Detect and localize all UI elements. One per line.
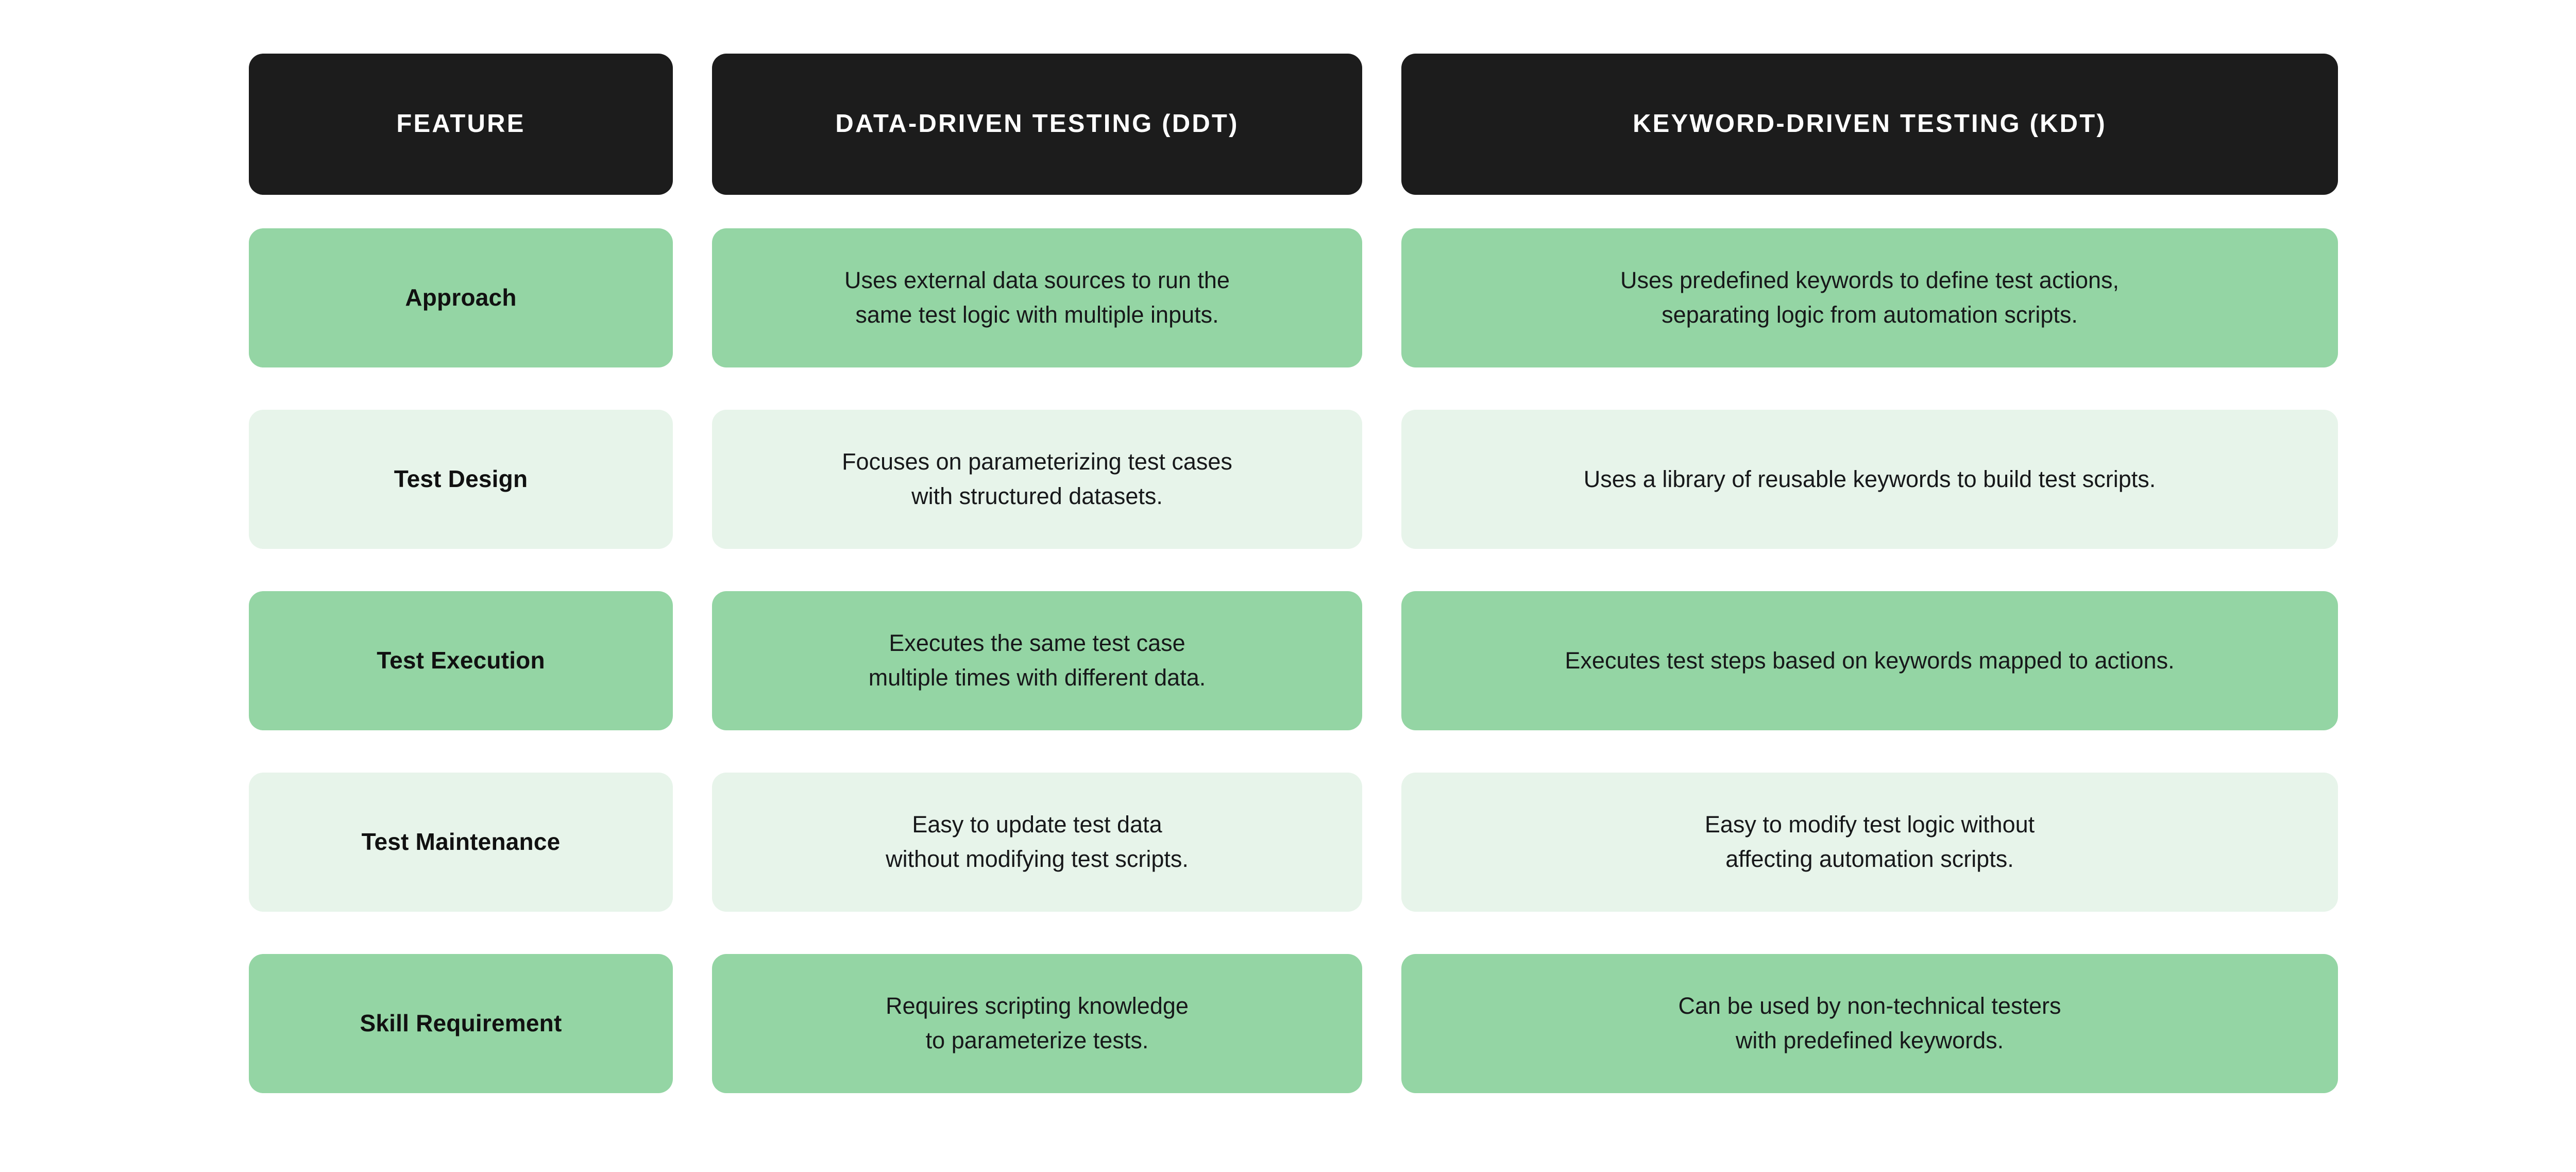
table-row: Test Maintenance Easy to update test dat… <box>249 773 2338 912</box>
comparison-table: FEATURE DATA-DRIVEN TESTING (DDT) KEYWOR… <box>249 54 2338 1135</box>
kdt-description-test-execution: Executes test steps based on keywords ma… <box>1401 591 2338 730</box>
table-row: Skill Requirement Requires scripting kno… <box>249 954 2338 1093</box>
table-row: Test Design Focuses on parameterizing te… <box>249 410 2338 549</box>
table-row: Test Execution Executes the same test ca… <box>249 591 2338 730</box>
feature-label-approach: Approach <box>249 228 673 367</box>
feature-label-test-design: Test Design <box>249 410 673 549</box>
kdt-description-test-design: Uses a library of reusable keywords to b… <box>1401 410 2338 549</box>
ddt-description-test-maintenance: Easy to update test data without modifyi… <box>712 773 1362 912</box>
column-header-keyword-driven-testing: KEYWORD-DRIVEN TESTING (KDT) <box>1401 54 2338 195</box>
ddt-description-test-design: Focuses on parameterizing test cases wit… <box>712 410 1362 549</box>
table-header-row: FEATURE DATA-DRIVEN TESTING (DDT) KEYWOR… <box>249 54 2338 195</box>
ddt-description-approach: Uses external data sources to run the sa… <box>712 228 1362 367</box>
kdt-description-skill-requirement: Can be used by non-technical testers wit… <box>1401 954 2338 1093</box>
ddt-description-test-execution: Executes the same test case multiple tim… <box>712 591 1362 730</box>
feature-label-test-maintenance: Test Maintenance <box>249 773 673 912</box>
column-header-data-driven-testing: DATA-DRIVEN TESTING (DDT) <box>712 54 1362 195</box>
kdt-description-test-maintenance: Easy to modify test logic without affect… <box>1401 773 2338 912</box>
kdt-description-approach: Uses predefined keywords to define test … <box>1401 228 2338 367</box>
ddt-description-skill-requirement: Requires scripting knowledge to paramete… <box>712 954 1362 1093</box>
table-row: Approach Uses external data sources to r… <box>249 228 2338 367</box>
feature-label-test-execution: Test Execution <box>249 591 673 730</box>
feature-label-skill-requirement: Skill Requirement <box>249 954 673 1093</box>
column-header-feature: FEATURE <box>249 54 673 195</box>
